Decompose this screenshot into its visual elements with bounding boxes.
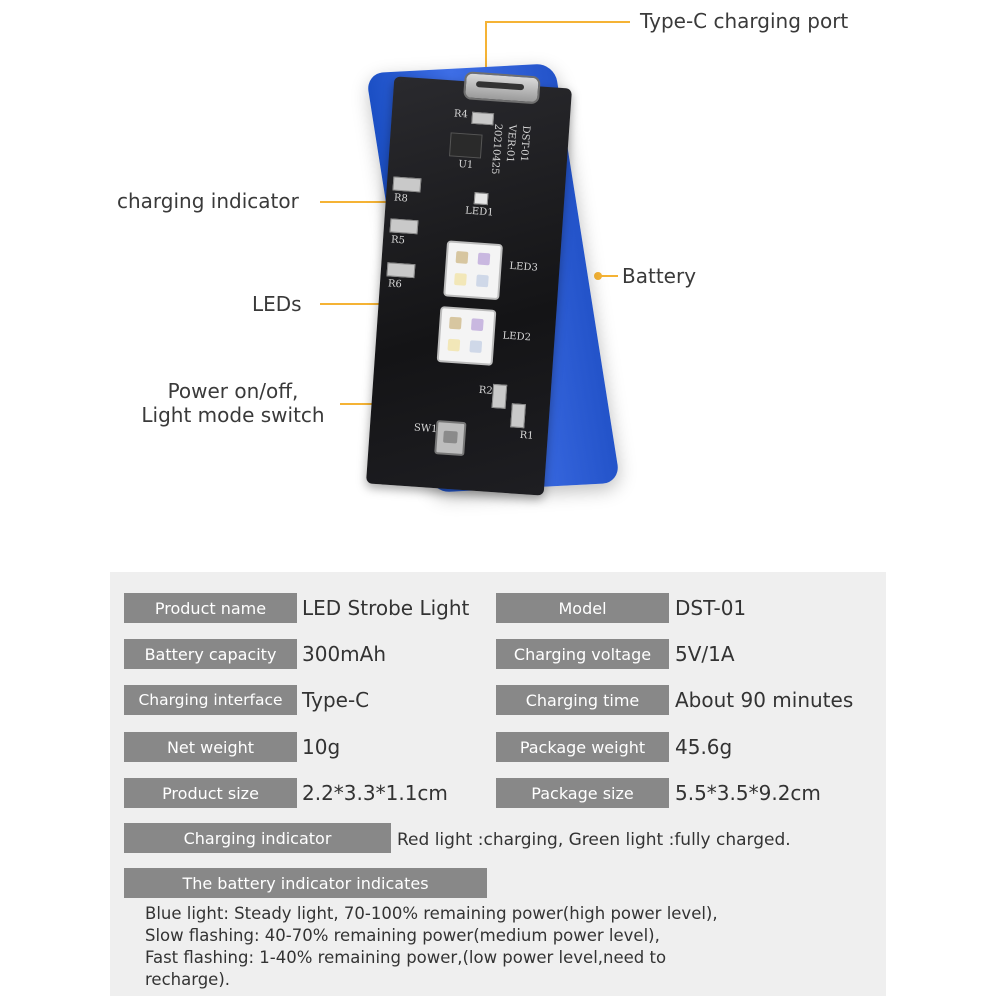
callout-power-line1: Power on/off, — [167, 379, 299, 403]
label-battery-indicator: The battery indicator indicates — [124, 868, 487, 898]
battery-indicator-line: Slow flashing: 40-70% remaining power(me… — [145, 926, 660, 945]
label-charging-time: Charging time — [496, 685, 669, 715]
label-product-name: Product name — [124, 593, 297, 623]
battery-indicator-line: recharge). — [145, 970, 231, 989]
value-charging-indicator: Red light :charging, Green light :fully … — [397, 830, 791, 850]
silk-led3: LED3 — [509, 260, 539, 274]
value-charging-time: About 90 minutes — [675, 688, 854, 712]
pad-r6 — [386, 262, 416, 279]
pad-r5 — [389, 218, 419, 235]
label-charging-indicator: Charging indicator — [124, 823, 391, 853]
label-model: Model — [496, 593, 669, 623]
value-charging-voltage: 5V/1A — [675, 642, 735, 666]
label-package-size: Package size — [496, 778, 669, 808]
label-charging-interface: Charging interface — [124, 685, 297, 715]
value-product-name: LED Strobe Light — [302, 596, 470, 620]
silk-r5: R5 — [390, 234, 406, 247]
label-net-weight: Net weight — [124, 732, 297, 762]
silk-r6: R6 — [387, 278, 403, 291]
value-model: DST-01 — [675, 596, 747, 620]
led3-icon — [443, 240, 503, 301]
battery-indicator-line: Blue light: Steady light, 70-100% remain… — [145, 904, 718, 923]
power-switch-icon — [434, 420, 467, 457]
callout-type-c-port: Type-C charging port — [640, 9, 849, 33]
callout-charging-indicator: charging indicator — [117, 189, 299, 213]
callout-power-switch: Power on/off, Light mode switch — [133, 379, 333, 427]
silk-u1: U1 — [458, 158, 474, 171]
callout-power-line2: Light mode switch — [141, 403, 325, 427]
pcb-board: U1 R4 LED1 DST-01 VER:01 20210425 R8 R5 … — [365, 71, 573, 496]
label-product-size: Product size — [124, 778, 297, 808]
value-battery-capacity: 300mAh — [302, 642, 387, 666]
pad-r4 — [471, 111, 495, 126]
type-c-port-icon — [463, 71, 541, 105]
silk-date-mark: 20210425 — [488, 123, 504, 175]
value-package-size: 5.5*3.5*9.2cm — [675, 781, 821, 805]
battery-indicator-line: Fast flashing: 1-40% remaining power,(lo… — [145, 948, 667, 967]
led2-icon — [436, 306, 497, 366]
callout-battery: Battery — [622, 264, 697, 288]
value-product-size: 2.2*3.3*1.1cm — [302, 781, 448, 805]
chip-u1 — [448, 132, 483, 159]
silk-led2: LED2 — [502, 330, 532, 344]
label-charging-voltage: Charging voltage — [496, 639, 669, 669]
silk-r8: R8 — [393, 192, 409, 205]
silk-r2: R2 — [478, 384, 493, 397]
battery-indicator-notes: Blue light: Steady light, 70-100% remain… — [145, 903, 718, 991]
value-net-weight: 10g — [302, 735, 341, 759]
pad-r2 — [491, 383, 508, 409]
silk-r4: R4 — [453, 108, 469, 121]
value-package-weight: 45.6g — [675, 735, 733, 759]
pad-r8 — [392, 176, 422, 193]
pad-r1 — [510, 403, 526, 429]
silk-sw1: SW1 — [413, 422, 438, 436]
label-package-weight: Package weight — [496, 732, 669, 762]
silk-model-mark: DST-01 — [517, 125, 532, 163]
label-battery-capacity: Battery capacity — [124, 639, 297, 669]
silk-r1: R1 — [519, 429, 534, 442]
strobe-light-device: U1 R4 LED1 DST-01 VER:01 20210425 R8 R5 … — [365, 63, 621, 498]
value-charging-interface: Type-C — [302, 688, 370, 712]
charging-led-icon — [473, 192, 489, 206]
silk-led1: LED1 — [464, 205, 494, 219]
silk-ver-mark: VER:01 — [503, 124, 518, 164]
callout-leds: LEDs — [252, 292, 302, 316]
